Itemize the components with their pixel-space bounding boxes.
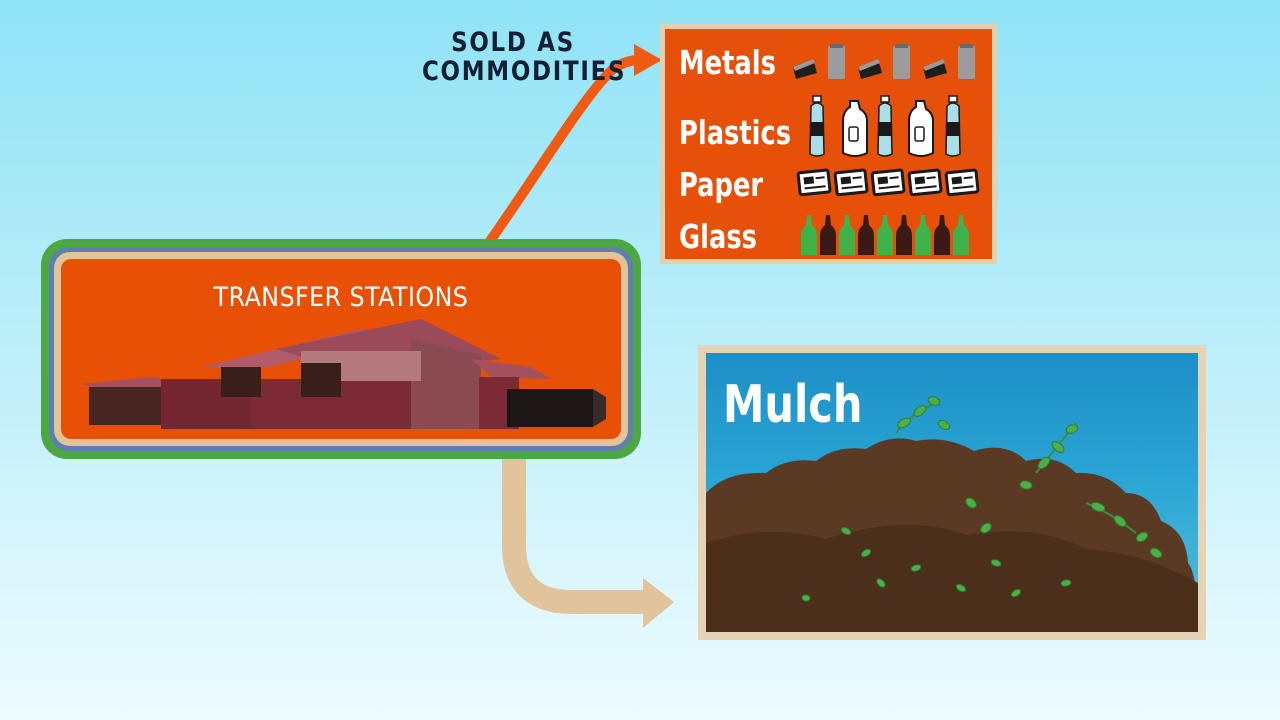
commodities-line-1: SOLD AS (451, 27, 575, 58)
transfer-station-building-icon (81, 319, 606, 429)
mulch-pile-illustration (706, 396, 1198, 632)
newspaper-icon-row (796, 168, 980, 197)
can-icon-row (793, 44, 975, 79)
paper-label: Paper (679, 165, 764, 204)
transfer-stations-card: TRANSFER STATIONS (61, 259, 621, 439)
arrow-to-commodities (483, 44, 662, 249)
commodities-line-2: COMMODITIES (422, 56, 627, 87)
plastics-label: Plastics (679, 113, 792, 152)
bottle-icon-row (809, 95, 961, 157)
materials-icons (793, 44, 980, 255)
metals-label: Metals (679, 43, 776, 82)
sold-as-commodities-label: SOLD AS COMMODITIES (422, 27, 627, 87)
transfer-stations-title: TRANSFER STATIONS (213, 282, 469, 313)
glass-label: Glass (679, 217, 757, 256)
mulch-panel: Mulch (698, 345, 1206, 640)
arrow-to-mulch (502, 455, 674, 628)
glass-bottle-icon-row (801, 215, 969, 255)
transfer-stations-panel: TRANSFER STATIONS (41, 239, 641, 459)
commodities-materials-panel: Metals Plastics Paper Glass (660, 24, 997, 264)
leaf-icon-cluster (801, 396, 1163, 602)
mulch-title: Mulch (723, 375, 863, 435)
